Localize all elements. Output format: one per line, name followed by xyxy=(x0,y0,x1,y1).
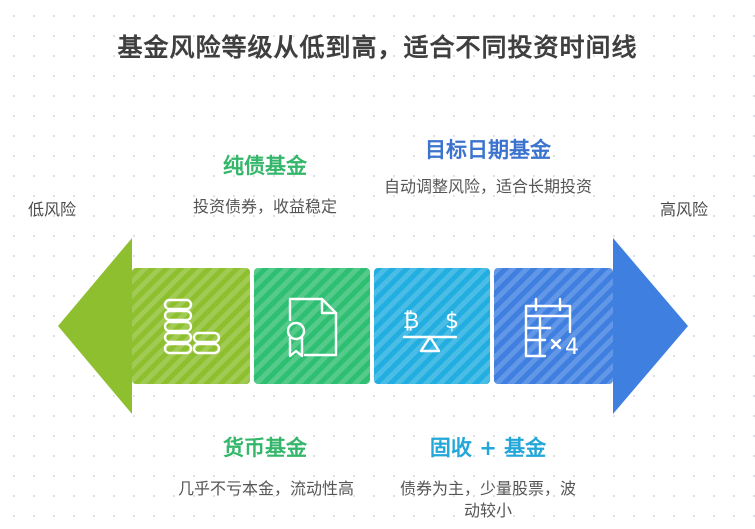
right-arrow-head xyxy=(613,238,688,414)
fixed-income-plus-fund-description: 债券为主，少量股票，波动较小 xyxy=(399,479,576,520)
money-fund-description: 几乎不亏本金，流动性高 xyxy=(177,479,354,498)
segment-target-date-fund[interactable] xyxy=(494,268,613,384)
high-risk-label: 高风险 xyxy=(660,200,709,219)
low-risk-label: 低风险 xyxy=(28,200,77,219)
segment-bond-fund[interactable] xyxy=(254,268,370,384)
balance-scale-icon: ₿ $ xyxy=(402,309,459,353)
svg-text:4: 4 xyxy=(565,335,579,360)
coins-icon xyxy=(163,298,221,355)
target-date-fund-heading: 目标日期基金 xyxy=(425,138,551,162)
target-date-fund-description: 自动调整风险，适合长期投资 xyxy=(383,177,592,196)
certificate-icon xyxy=(286,297,338,358)
calendar-x4-icon: 4 xyxy=(524,297,579,360)
bond-fund-heading: 纯债基金 xyxy=(223,154,307,178)
bond-fund-description: 投资债券，收益稳定 xyxy=(192,197,337,216)
fixed-income-plus-fund-heading: 固收 + 基金 xyxy=(429,436,547,460)
svg-text:₿: ₿ xyxy=(403,309,419,334)
money-fund-heading: 货币基金 xyxy=(223,436,307,460)
page-title: 基金风险等级从低到高，适合不同投资时间线 xyxy=(117,33,638,62)
segment-fixed-income-plus-fund[interactable] xyxy=(374,268,490,384)
svg-text:$: $ xyxy=(445,309,459,334)
left-arrow-head xyxy=(58,238,132,414)
